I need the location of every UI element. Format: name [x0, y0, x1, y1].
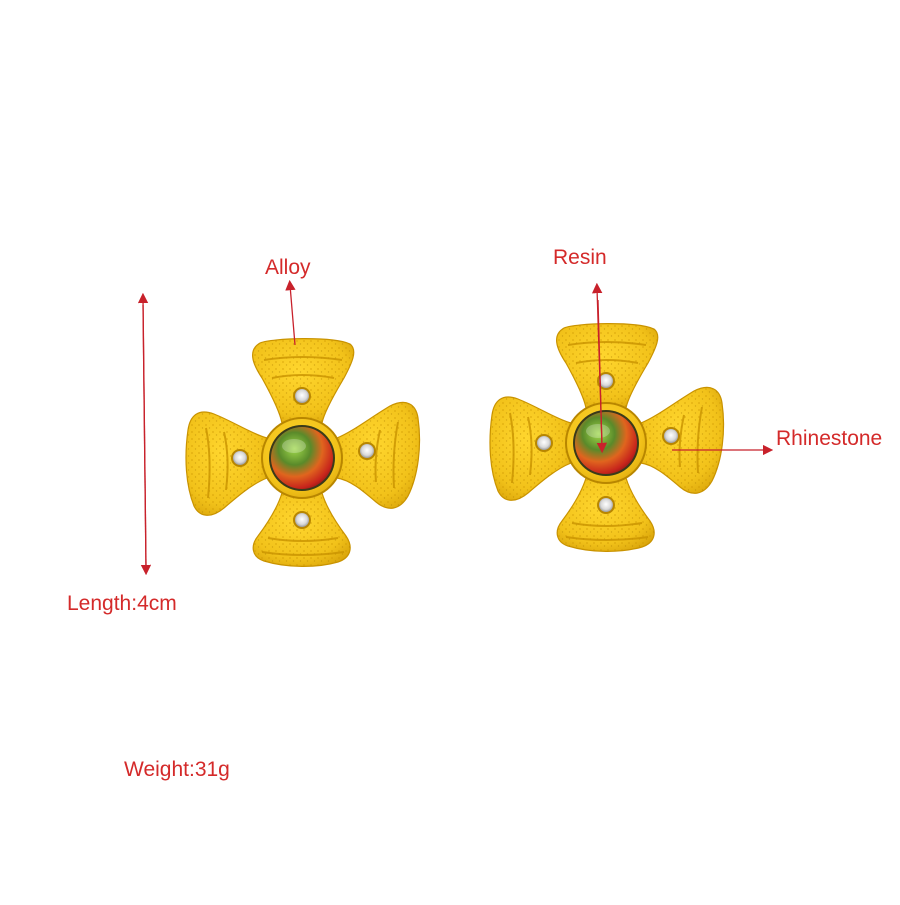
alloy-label: Alloy — [265, 256, 311, 279]
weight-label: Weight:31g — [124, 758, 230, 781]
resin-label: Resin — [553, 246, 607, 269]
rhinestone-label: Rhinestone — [776, 427, 883, 450]
right-earring — [489, 322, 725, 553]
length-arrow-up — [137, 292, 149, 566]
left-earring — [185, 337, 421, 568]
alloy-arrow — [285, 279, 296, 346]
resin-arrow-down — [596, 299, 608, 454]
length-label: Length:4cm — [67, 592, 177, 615]
